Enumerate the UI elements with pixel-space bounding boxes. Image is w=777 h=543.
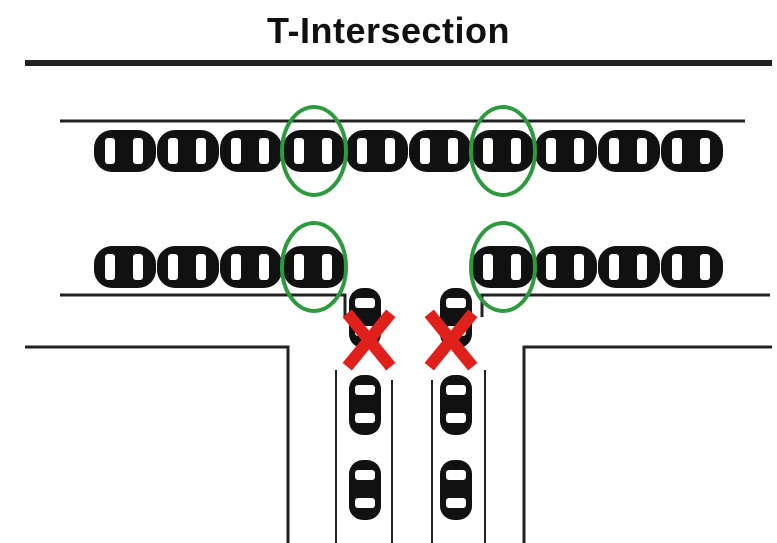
car-top-view-icon bbox=[346, 130, 408, 172]
cars-layer bbox=[94, 130, 723, 520]
car-top-view-icon bbox=[157, 130, 219, 172]
car-top-view-icon bbox=[598, 246, 660, 288]
car-top-view-icon bbox=[220, 130, 282, 172]
green-circle-icon bbox=[469, 105, 537, 197]
green-circle-icon bbox=[280, 221, 348, 313]
car-top-view-icon bbox=[409, 130, 471, 172]
diagram-title: T-Intersection bbox=[266, 10, 511, 51]
red-x-icon bbox=[424, 309, 478, 371]
car-top-view-icon bbox=[220, 246, 282, 288]
car-top-view-icon bbox=[598, 130, 660, 172]
side-road-right-edge bbox=[522, 345, 772, 543]
car-top-view-icon bbox=[283, 246, 345, 288]
car-top-view-icon bbox=[440, 375, 472, 435]
car-top-view-icon bbox=[661, 246, 723, 288]
road-edges bbox=[25, 60, 772, 543]
car-top-view-icon bbox=[535, 130, 597, 172]
car-top-view-icon bbox=[157, 246, 219, 288]
car-top-view-icon bbox=[349, 375, 381, 435]
green-circle-icon bbox=[469, 221, 537, 313]
car-top-view-icon bbox=[661, 130, 723, 172]
car-top-view-icon bbox=[472, 130, 534, 172]
red-x-icon bbox=[342, 309, 396, 371]
car-top-view-icon bbox=[472, 246, 534, 288]
main-road-bottom-edge-right bbox=[480, 293, 770, 317]
green-circle-icon bbox=[280, 105, 348, 197]
main-road-bottom-edge-left bbox=[60, 293, 347, 317]
car-top-view-icon bbox=[349, 460, 381, 520]
side-road-left-edge bbox=[25, 345, 290, 543]
car-top-view-icon bbox=[440, 460, 472, 520]
car-top-view-icon bbox=[94, 246, 156, 288]
annotation-layer bbox=[280, 105, 537, 371]
car-top-view-icon bbox=[535, 246, 597, 288]
car-top-view-icon bbox=[94, 130, 156, 172]
car-top-view-icon bbox=[283, 130, 345, 172]
